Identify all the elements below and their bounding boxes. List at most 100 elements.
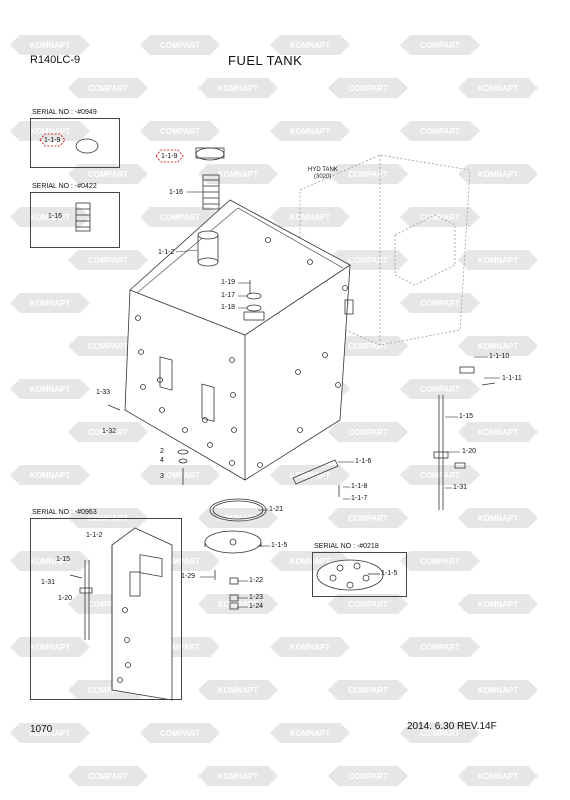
watermark-text: COMPART [88,342,128,351]
watermark-text: COMPART [420,385,460,394]
callout-3: 3 [160,473,164,480]
watermark-text: KOMNAPT [478,686,519,695]
watermark-text: COMPART [160,213,200,222]
watermark-tile: COMPART [140,207,220,227]
watermark-text: KOMNAPT [478,84,519,93]
watermark-text: COMPART [88,772,128,781]
watermark-tile: KOMNAPT [458,680,538,700]
callout-1-18: 1-18 [221,304,236,311]
callout-1-33: 1-33 [96,389,111,396]
model-number: R140LC-9 [30,54,81,66]
callout-1-15: 1-15 [56,556,71,563]
watermark-tile: COMPART [400,121,480,141]
watermark-text: KOMNAPT [290,729,331,738]
watermark-text: COMPART [88,256,128,265]
watermark-tile: KOMNAPT [198,508,278,528]
callout-1-1-5: 1-1-5 [271,542,288,549]
watermark-text: COMPART [420,41,460,50]
filler-cap-and-strainer [195,147,225,210]
watermark-tile: COMPART [328,594,408,614]
callout-1-1-9: 1-1-9 [44,137,61,144]
watermark-tile: KOMNAPT [458,78,538,98]
watermark-tile: COMPART [328,680,408,700]
watermark-text: COMPART [420,213,460,222]
watermark-tile: COMPART [400,293,480,313]
watermark-tile: COMPART [140,465,220,485]
watermark-tile: KOMNAPT [10,379,90,399]
watermark-text: KOMNAPT [30,385,71,394]
page-title: FUEL TANK [228,53,303,68]
hyd-tank-ref: (3020) [314,174,332,180]
level-gauge [433,366,496,510]
callout-1-32: 1-32 [102,428,117,435]
watermark-text: KOMNAPT [218,514,259,523]
watermark-text: KOMNAPT [478,772,519,781]
watermark-text: COMPART [160,41,200,50]
callout-1-15: 1-15 [459,413,474,420]
watermark-tile: COMPART [68,422,148,442]
watermark-tile: KOMNAPT [198,78,278,98]
watermark-tile: KOMNAPT [458,766,538,786]
watermark-text: KOMNAPT [30,557,71,566]
watermark-tile: COMPART [328,766,408,786]
watermark-tile: KOMNAPT [458,422,538,442]
watermark-tile: COMPART [400,207,480,227]
watermark-text: KOMNAPT [30,471,71,480]
watermark-text: KOMNAPT [478,600,519,609]
insert-box-0949 [30,118,120,168]
watermark-text: COMPART [348,256,388,265]
callout-1-16: 1-16 [169,189,184,196]
callout-1-1-6: 1-1-6 [355,458,372,465]
watermark-text: COMPART [348,772,388,781]
insert-0422-parts [75,202,91,232]
watermark-text: KOMNAPT [290,557,331,566]
watermark-tile: KOMNAPT [270,35,350,55]
watermark-text: COMPART [348,84,388,93]
serial-label-0218: SERIAL NO : -#0218 [314,543,379,550]
watermark-text: KOMNAPT [290,643,331,652]
watermark-text: COMPART [88,428,128,437]
watermark-text: KOMNAPT [478,342,519,351]
watermark-tile: KOMNAPT [458,164,538,184]
serial-label-0963: SERIAL NO : -#0963 [32,509,97,516]
callout-1-31: 1-31 [453,484,468,491]
callout-1-31: 1-31 [41,579,56,586]
watermark-text: COMPART [348,170,388,179]
watermark-tile: KOMNAPT [10,293,90,313]
watermark-tile: COMPART [68,766,148,786]
watermark-tile: KOMNAPT [458,594,538,614]
watermark-text: COMPART [160,127,200,136]
watermark-text: COMPART [88,170,128,179]
watermark-text: KOMNAPT [30,643,71,652]
watermark-tile: KOMNAPT [458,508,538,528]
watermark-tile: KOMNAPT [270,465,350,485]
watermark-tile: KOMNAPT [198,164,278,184]
watermark-tile: KOMNAPT [270,637,350,657]
watermark-text: KOMNAPT [290,41,331,50]
page-number: 1070 [30,724,53,735]
revision-date: 2014. 6.30 REV.14F [407,721,497,732]
watermark-text: KOMNAPT [30,213,71,222]
callout-1-1-2: 1-1-2 [86,532,103,539]
callout-1-19: 1-19 [221,279,236,286]
watermark-text: COMPART [348,342,388,351]
watermark-tile: KOMNAPT [198,766,278,786]
callout-1-1-2: 1-1-2 [158,249,175,256]
watermark-tile: COMPART [400,35,480,55]
insert-box-0422 [30,192,120,248]
callout-2: 2 [160,448,164,455]
watermark-text: KOMNAPT [218,84,259,93]
watermark-tile: COMPART [328,78,408,98]
watermark-tile: COMPART [400,551,480,571]
watermark-text: KOMNAPT [30,127,71,136]
callout-1-1-7: 1-1-7 [351,495,368,502]
leader-lines [175,191,500,608]
watermark-text: COMPART [88,84,128,93]
watermark-text: COMPART [420,557,460,566]
bottom-bracket [107,404,340,497]
watermark-tile: COMPART [140,723,220,743]
watermark-text: COMPART [88,600,128,609]
callout-1-1-11: 1-1-11 [502,375,522,382]
watermark-tile: COMPART [68,164,148,184]
callout-4: 4 [160,457,164,464]
